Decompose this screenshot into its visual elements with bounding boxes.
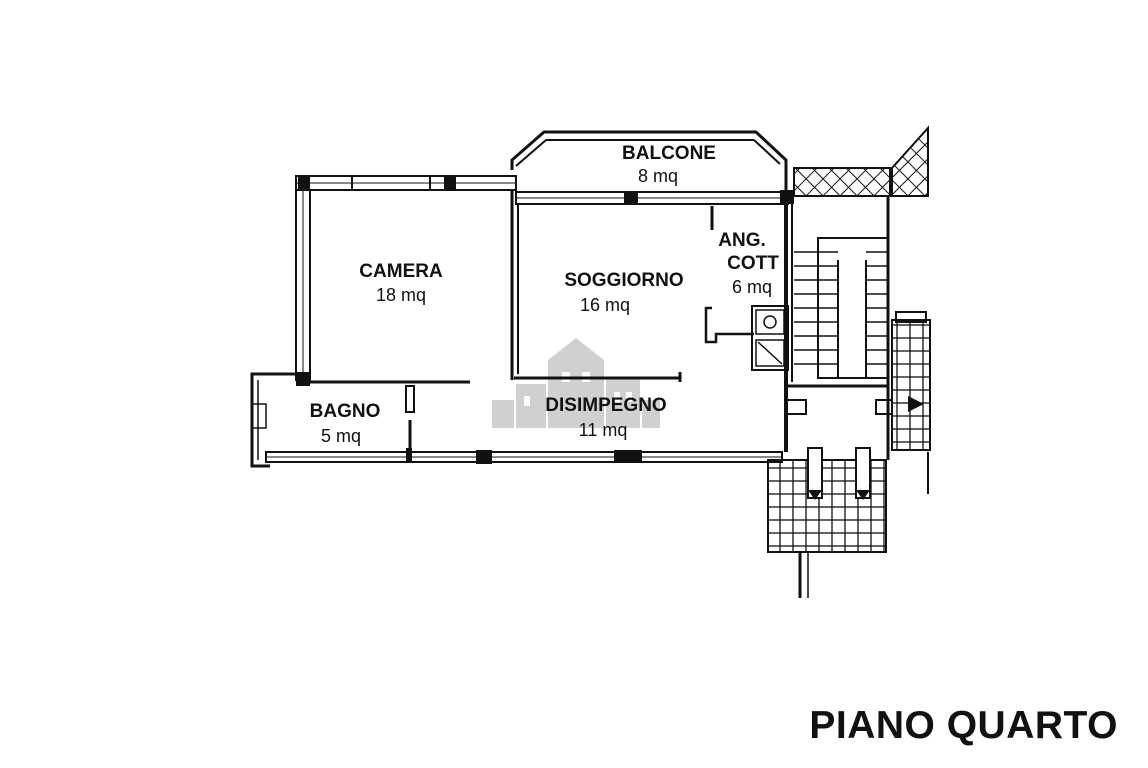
room-disimpegno: DISIMPEGNO 11 mq — [545, 395, 666, 440]
room-angolo-cottura-name-line1: ANG. — [718, 230, 766, 251]
stairwell — [767, 125, 931, 598]
room-balcone-area: 8 mq — [638, 166, 678, 186]
exterior-walls — [250, 175, 794, 468]
floor-title: PIANO QUARTO — [809, 704, 1118, 747]
room-balcone-name: BALCONE — [622, 143, 716, 164]
room-disimpegno-area: 11 mq — [579, 420, 628, 440]
room-disimpegno-name: DISIMPEGNO — [545, 395, 666, 416]
room-soggiorno-name: SOGGIORNO — [564, 270, 683, 291]
room-angolo-cottura: ANG. COTT 6 mq — [718, 230, 779, 297]
interior-walls — [310, 204, 793, 452]
room-bagno: BAGNO 5 mq — [310, 401, 381, 446]
room-angolo-cottura-name-line2: COTT — [727, 253, 779, 274]
room-camera-area: 18 mq — [376, 285, 426, 305]
room-soggiorno-area: 16 mq — [580, 295, 630, 315]
room-bagno-name: BAGNO — [310, 401, 381, 422]
room-angolo-cottura-area: 6 mq — [732, 277, 772, 297]
room-camera: CAMERA 18 mq — [359, 261, 443, 305]
room-soggiorno: SOGGIORNO 16 mq — [564, 270, 683, 315]
room-balcone: BALCONE 8 mq — [622, 143, 716, 186]
room-camera-name: CAMERA — [359, 261, 443, 282]
balcony-outline — [510, 130, 788, 190]
room-bagno-area: 5 mq — [321, 426, 361, 446]
